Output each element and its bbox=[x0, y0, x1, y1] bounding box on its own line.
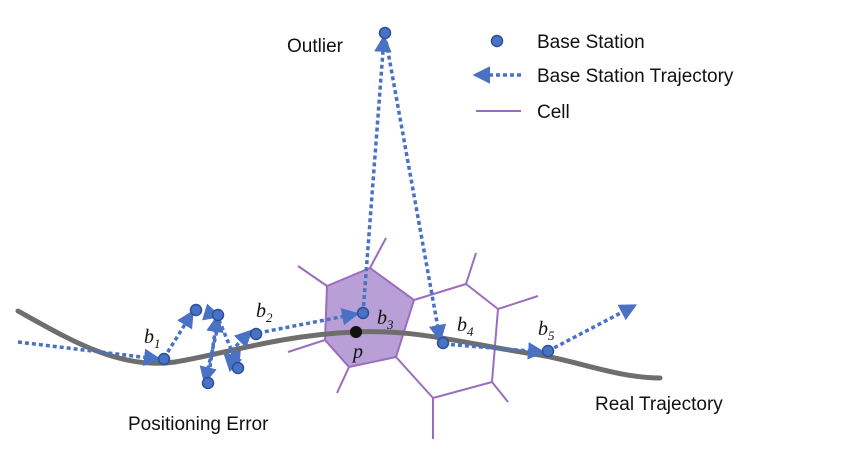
base-station-noise bbox=[211, 308, 225, 322]
trajectory-segment bbox=[206, 314, 224, 382]
cell-edge bbox=[413, 283, 467, 301]
base-station-noise bbox=[201, 376, 215, 390]
trajectory-segment bbox=[443, 342, 546, 360]
real-trajectory-label: Real Trajectory bbox=[595, 394, 723, 415]
trajectory-segment bbox=[224, 329, 253, 358]
station-label-b5-sub: 5 bbox=[548, 328, 555, 343]
cell-edge bbox=[287, 339, 326, 353]
trajectory-segment bbox=[162, 310, 194, 359]
legend: Base Station Base Station Trajectory Cel… bbox=[472, 32, 734, 123]
station-label-b4-sub: 4 bbox=[467, 324, 474, 339]
station-label-b1-letter: b bbox=[144, 326, 154, 348]
legend-base-station-label: Base Station bbox=[537, 32, 645, 53]
highlighted-cell bbox=[323, 266, 416, 369]
station-label-b2-sub: 2 bbox=[266, 310, 273, 325]
cell-edge bbox=[297, 265, 328, 287]
base-station-noise bbox=[189, 303, 203, 317]
trajectory-segment bbox=[17, 340, 162, 366]
cell-network bbox=[287, 237, 539, 439]
cell-edge bbox=[465, 252, 477, 285]
trajectory-segment bbox=[383, 34, 447, 343]
cell-edge bbox=[395, 356, 434, 399]
base-station-b2 bbox=[249, 327, 263, 341]
legend-cell-label: Cell bbox=[537, 102, 570, 123]
station-label-b5-letter: b bbox=[538, 318, 548, 340]
base-station-outlier bbox=[378, 26, 392, 40]
trajectory-segment bbox=[257, 308, 360, 335]
positioning-error-label: Positioning Error bbox=[128, 414, 269, 435]
station-label-b2: b2 bbox=[256, 300, 273, 325]
station-label-b5: b5 bbox=[538, 318, 555, 343]
station-label-b1-sub: 1 bbox=[154, 336, 161, 351]
station-label-b4-letter: b bbox=[457, 314, 467, 336]
cell-edge bbox=[491, 381, 509, 403]
base-stations bbox=[157, 26, 555, 390]
station-label-b1: b1 bbox=[144, 326, 161, 351]
station-label-b2-letter: b bbox=[256, 300, 266, 322]
base-station-b1 bbox=[157, 352, 171, 366]
base-station-b5 bbox=[541, 344, 555, 358]
point-p-marker bbox=[350, 326, 362, 338]
trajectory-segment bbox=[217, 319, 241, 370]
cell-edge bbox=[432, 381, 493, 399]
station-label-b4: b4 bbox=[457, 314, 474, 339]
cell-edge bbox=[336, 366, 350, 394]
base-station-b3 bbox=[356, 306, 370, 320]
station-label-b3: b3 bbox=[377, 307, 394, 332]
legend-trajectory-label: Base Station Trajectory bbox=[537, 66, 734, 87]
cell-edge bbox=[497, 295, 539, 310]
trajectory-segment bbox=[361, 34, 392, 314]
cell-edge bbox=[465, 283, 499, 310]
point-p-label: p bbox=[351, 341, 363, 363]
station-label-b3-sub: 3 bbox=[386, 317, 394, 332]
trajectory-segment bbox=[547, 304, 638, 353]
base-station-b4 bbox=[436, 336, 450, 350]
legend-base-station-icon bbox=[490, 34, 504, 48]
outlier-label: Outlier bbox=[287, 36, 344, 57]
base-station-noise bbox=[231, 361, 245, 375]
cell-edge bbox=[369, 237, 387, 269]
station-label-b3-letter: b bbox=[377, 307, 387, 329]
